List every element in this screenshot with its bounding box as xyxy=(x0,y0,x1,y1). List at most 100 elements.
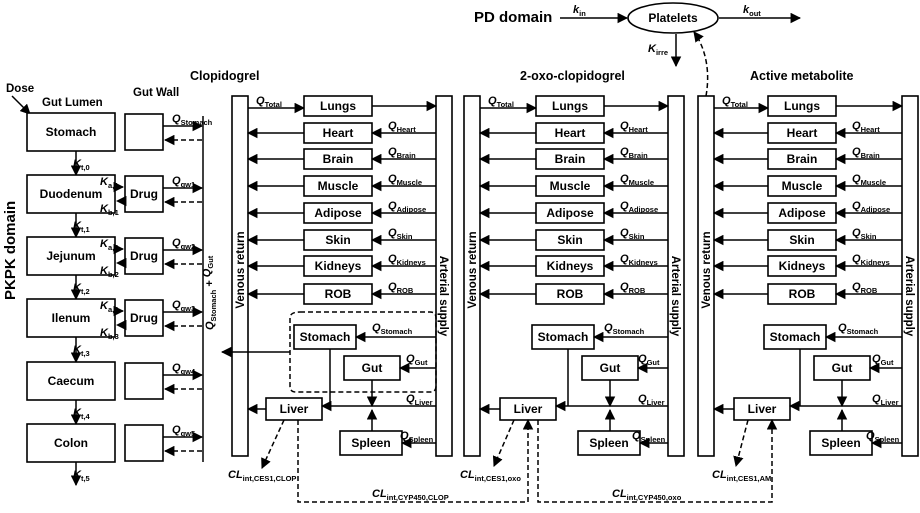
q-total-label-3: QTotal xyxy=(722,95,748,109)
organ-brain-2: Brain xyxy=(535,148,605,170)
splanch-liver-1: Liver xyxy=(265,397,323,421)
organ-muscle-1-label: Muscle xyxy=(318,179,359,193)
q-skin-label-2: QSkin xyxy=(620,227,645,241)
q-total-label-1: QTotal xyxy=(256,95,282,109)
dose-label: Dose xyxy=(6,83,34,95)
organ-skin-2-label: Skin xyxy=(557,233,582,247)
pd-domain: PD domain kin Platelets kout Kirre xyxy=(474,2,802,97)
q-splanch-stomach-3: QStomach xyxy=(838,322,879,336)
organ-heart-2: Heart xyxy=(535,122,605,144)
organ-muscle-2: Muscle xyxy=(535,175,605,197)
wall-q-label-1: Qgw1 xyxy=(172,175,195,189)
organ-heart-3-label: Heart xyxy=(787,126,818,140)
q-splanch-gut-3: QGut xyxy=(872,353,894,367)
q-rob-label-3: QROB xyxy=(852,281,878,295)
splanch-spleen-1-box xyxy=(339,430,403,456)
wall-q-label-2: Qgw2 xyxy=(172,237,195,251)
lumen-duodenum-box xyxy=(26,174,116,214)
organ-adipose-3-label: Adipose xyxy=(778,206,826,220)
organ-adipose-1-label: Adipose xyxy=(314,206,362,220)
lumen-ilenum-label: Ilenum xyxy=(52,311,91,325)
organ-brain-3: Brain xyxy=(767,148,837,170)
lumen-jejunum: Jejunum xyxy=(26,236,116,276)
ka-label-2: Ka,2 xyxy=(100,238,118,252)
gut-wall-4-box xyxy=(124,299,164,337)
organ-lungs-2: Lungs xyxy=(535,95,605,117)
gut-wall-3: Drug xyxy=(124,237,164,275)
organ-rob-3-label: ROB xyxy=(789,287,816,301)
kt-label-4: Kt,4 xyxy=(73,407,91,421)
q-kidneys-label-1: QKidneys xyxy=(388,253,426,267)
q-kidneys-label-2: QKidneys xyxy=(620,253,658,267)
lumen-stomach-label: Stomach xyxy=(46,125,97,139)
q-splanch-liver-2: QLiver xyxy=(638,393,665,407)
lumen-jejunum-box xyxy=(26,236,116,276)
organ-rob-3: ROB xyxy=(767,283,837,305)
lumen-caecum: Caecum xyxy=(26,361,116,401)
wall-q-label-0: QStomach xyxy=(172,113,213,127)
organ-brain-3-label: Brain xyxy=(787,152,818,166)
lumen-colon: Colon xyxy=(26,423,116,463)
gut-wall-2-box xyxy=(124,175,164,213)
venous-return-bar-2 xyxy=(463,95,481,457)
splanch-gut-2-box xyxy=(581,355,639,381)
venous-return-bar-1 xyxy=(231,95,249,457)
q-adipose-label-1: QAdipose xyxy=(388,200,426,214)
q-heart-label-1: QHeart xyxy=(388,120,416,134)
splanch-gut-2-label: Gut xyxy=(600,361,621,375)
ka-label-3: Ka,3 xyxy=(100,300,118,314)
gut-wall-3-label: Drug xyxy=(130,249,158,263)
splanch-stomach-2-label: Stomach xyxy=(538,330,589,344)
splanch-spleen-1: Spleen xyxy=(339,430,403,456)
wall-q-label-4: Qgw4 xyxy=(172,362,196,376)
organ-brain-2-label: Brain xyxy=(555,152,586,166)
gut-wall-4-label: Drug xyxy=(130,311,158,325)
kt-label-0: Kt,0 xyxy=(73,158,90,172)
q-adipose-label-2: QAdipose xyxy=(620,200,658,214)
module-title-1: Clopidogrel xyxy=(190,69,259,83)
clopidogrel-gut-wall-grouping xyxy=(289,311,437,393)
lumen-duodenum: Duodenum xyxy=(26,174,116,214)
organ-muscle-2-label: Muscle xyxy=(550,179,591,193)
organ-muscle-3-label: Muscle xyxy=(782,179,823,193)
ces1-oxo-arrow xyxy=(492,419,515,467)
organ-brain-1: Brain xyxy=(303,148,373,170)
q-splanch-stomach-2: QStomach xyxy=(604,322,645,336)
kb-label-3: Kb,3 xyxy=(100,327,119,341)
organ-lungs-2-label: Lungs xyxy=(552,99,588,113)
gut-section: StomachKt,0DuodenumKt,1JejunumKt,2Ilenum… xyxy=(26,112,218,487)
organ-skin-2: Skin xyxy=(535,229,605,251)
q-adipose-label-3: QAdipose xyxy=(852,200,890,214)
cl-cyp-oxo-label: CLint,CYP450,oxo xyxy=(612,488,682,502)
splanch-spleen-2: Spleen xyxy=(577,430,641,456)
splanch-gut-3-label: Gut xyxy=(832,361,853,375)
organ-brain-1-label: Brain xyxy=(323,152,354,166)
platelets-label: Platelets xyxy=(648,11,698,25)
lumen-colon-label: Colon xyxy=(54,436,88,450)
gut-wall-3-box xyxy=(124,237,164,275)
arterial-supply-bar-3 xyxy=(901,95,919,457)
gut-wall-label: Gut Wall xyxy=(133,87,179,99)
gut-wall-6 xyxy=(124,424,164,462)
lumen-duodenum-label: Duodenum xyxy=(40,187,103,201)
splanch-stomach-1: Stomach xyxy=(293,324,357,350)
venous-return-label-2: Venous return xyxy=(467,231,479,308)
organ-lungs-3-label: Lungs xyxy=(784,99,820,113)
active-metabolite-to-platelets-arrow xyxy=(693,31,709,97)
arterial-supply-label-2: Arterial supply xyxy=(669,256,681,337)
organ-lungs-1: Lungs xyxy=(303,95,373,117)
wall-q-label-5: Qgw5 xyxy=(172,424,195,438)
venous-return-label-1: Venous return xyxy=(235,231,247,308)
venous-return-bar-3 xyxy=(697,95,715,457)
organ-kidneys-1: Kidneys xyxy=(303,255,373,277)
organ-kidneys-3: Kidneys xyxy=(767,255,837,277)
splanch-stomach-3: Stomach xyxy=(763,324,827,350)
lumen-jejunum-label: Jejunum xyxy=(46,249,95,263)
organ-kidneys-3-label: Kidneys xyxy=(779,259,826,273)
q-splanch-stomach-1: QStomach xyxy=(372,322,413,336)
q-brain-label-1: QBrain xyxy=(388,146,416,160)
